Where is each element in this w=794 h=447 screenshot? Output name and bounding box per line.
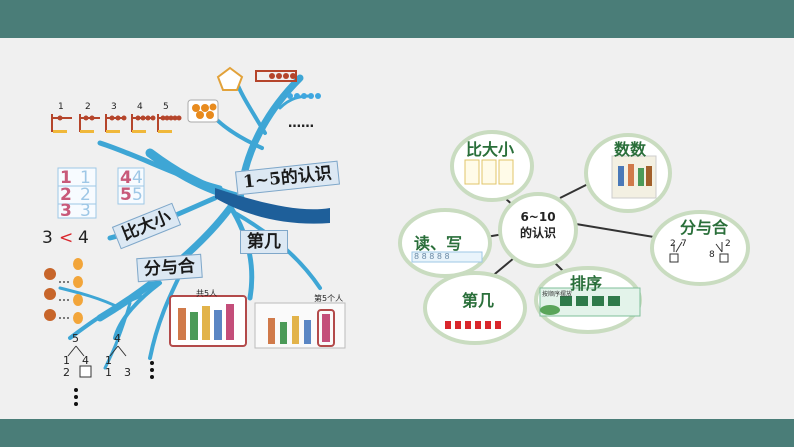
pentagon-shape: [216, 66, 244, 91]
branch-upper-left: [97, 140, 223, 191]
branch-top-c: [213, 116, 264, 150]
branch-lower-d: [58, 286, 122, 310]
writing-digit: 5: [120, 185, 132, 205]
split-lines: [67, 345, 127, 357]
writing-digit: 4: [120, 168, 132, 188]
number-label: 3: [111, 102, 117, 112]
count-scene: [611, 155, 657, 199]
writing-digit: 1: [80, 168, 91, 188]
dot-row-top: [287, 93, 321, 99]
read-write-grid: [411, 251, 483, 263]
queue-picture-fifth: [254, 302, 346, 349]
writing-digit: 2: [80, 185, 91, 205]
center-line1: 6~10: [520, 210, 556, 224]
branch-lower-b: [113, 281, 162, 340]
topic-ordinal: 第几: [240, 230, 288, 254]
pear-column: [44, 258, 83, 324]
center-node: 6~10 的认识: [508, 210, 568, 241]
number-label: 4: [137, 102, 143, 112]
queue-fifth-label: 第5个人: [314, 294, 344, 303]
abacus-row-beads: [57, 115, 182, 121]
writing-digit: 1: [60, 168, 72, 188]
number-label: 2: [85, 102, 91, 112]
slide-canvas: 1~5的认识 比大小 第几 分与合 1 2 3 4 5 …… 1 1 4 4 2…: [0, 38, 794, 419]
answer-box: [79, 365, 92, 378]
compare-sign: <: [59, 228, 74, 248]
writing-digit: 5: [132, 185, 143, 205]
trunk-branch: [145, 148, 245, 203]
split-left: 1: [63, 354, 70, 367]
orange-box: [187, 99, 219, 123]
split-digit: 2: [670, 239, 676, 249]
writing-digit: 2: [60, 185, 72, 205]
compare-left: 3: [42, 228, 53, 248]
split-top: 4: [114, 332, 121, 345]
branch-lower-c: [68, 294, 142, 340]
branch-top-b: [278, 94, 312, 110]
node-read-write: 读、写: [414, 234, 463, 253]
order-caption: 按顺序摆放: [542, 291, 573, 298]
compare-cards: [464, 159, 514, 185]
center-line2: 的认识: [519, 226, 556, 240]
split-digit: 8: [709, 250, 715, 260]
node-ordinal: 第几: [462, 291, 495, 310]
number-label: 5: [163, 102, 169, 112]
counter-row: [53, 130, 172, 133]
node-order: 排序: [570, 274, 603, 293]
order-scene: [539, 287, 641, 317]
split-top: 5: [72, 332, 79, 345]
split-digit: 2: [725, 239, 731, 249]
abacus-top: [255, 70, 297, 82]
abacus-row: [51, 114, 178, 132]
split-bottom-right: 3: [124, 366, 131, 379]
queue-total-label: 共5人: [196, 289, 218, 298]
compare-right: 4: [78, 228, 89, 248]
vertical-dots: [74, 361, 154, 406]
center-bubble: [498, 192, 578, 268]
writing-digit: 4: [132, 168, 143, 188]
number-label: 1: [58, 102, 64, 112]
node-count: 数数: [614, 140, 647, 159]
writing-digit: 3: [80, 201, 91, 221]
trunk-base: [215, 188, 330, 224]
branch-lower-e: [103, 301, 132, 370]
node-split: 分与合: [680, 218, 729, 237]
split-right: 4: [82, 354, 89, 367]
queue-picture-total: [169, 295, 247, 347]
topic-split: 分与合: [136, 253, 203, 283]
split-boxes: [669, 241, 729, 263]
ordinal-row: [445, 321, 501, 329]
read-write-digits: 8 8 8 8 8: [414, 252, 450, 261]
ellipsis-top: ……: [288, 116, 314, 131]
split-bottom-left: 1: [105, 366, 112, 379]
node-compare: 比大小: [466, 140, 515, 159]
split-left: 1: [105, 354, 112, 367]
split-digit: 7: [681, 239, 687, 249]
writing-grid: [57, 167, 145, 219]
bubble-split: [650, 210, 750, 286]
split-bottom-left: 2: [63, 366, 70, 379]
writing-digit: 3: [60, 201, 72, 221]
